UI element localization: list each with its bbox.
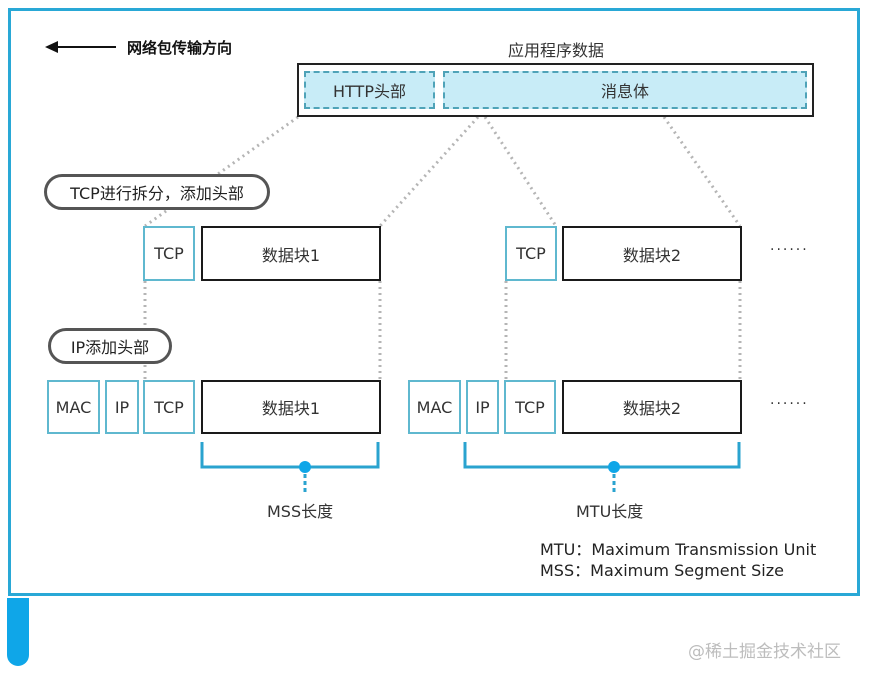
mss-length-label: MSS长度	[267, 502, 334, 521]
frame-tab-decoration	[7, 598, 29, 666]
legend-full: Maximum Transmission Unit	[591, 540, 817, 559]
mtu-length-label: MTU长度	[576, 502, 644, 521]
tcp-header-block: TCP	[504, 380, 556, 434]
app-data-box: HTTP头部 消息体	[297, 63, 814, 117]
data-chunk-block: 数据块2	[562, 380, 742, 434]
tcp-header-block: TCP	[143, 380, 195, 434]
ip-header-block: IP	[105, 380, 139, 434]
message-body-block: 消息体	[443, 71, 807, 109]
data-chunk-block: 数据块2	[562, 226, 742, 281]
more-packets-ellipsis: ······	[770, 396, 809, 412]
legend-sep: ：	[575, 540, 592, 559]
legend-full: Maximum Segment Size	[590, 561, 784, 580]
mac-header-block: MAC	[408, 380, 461, 434]
data-chunk-block: 数据块1	[201, 226, 381, 281]
direction-label: 网络包传输方向	[127, 39, 233, 57]
legend-abbr: MSS	[540, 561, 575, 580]
more-segments-ellipsis: ······	[770, 242, 809, 258]
app-data-title: 应用程序数据	[508, 41, 605, 60]
ip-header-block: IP	[466, 380, 499, 434]
data-chunk-block: 数据块1	[201, 380, 381, 434]
legend-item-mtu: MTU：Maximum Transmission Unit	[540, 536, 816, 560]
tcp-split-step-label: TCP进行拆分，添加头部	[44, 174, 270, 210]
legend-item-mss: MSS：Maximum Segment Size	[540, 557, 784, 581]
legend-sep: ：	[574, 561, 591, 580]
tcp-header-block: TCP	[505, 226, 557, 281]
watermark: @稀土掘金技术社区	[688, 642, 841, 662]
ip-add-step-label: IP添加头部	[48, 328, 172, 364]
mac-header-block: MAC	[47, 380, 100, 434]
tcp-header-block: TCP	[143, 226, 195, 281]
legend-abbr: MTU	[540, 540, 576, 559]
http-header-block: HTTP头部	[304, 71, 435, 109]
